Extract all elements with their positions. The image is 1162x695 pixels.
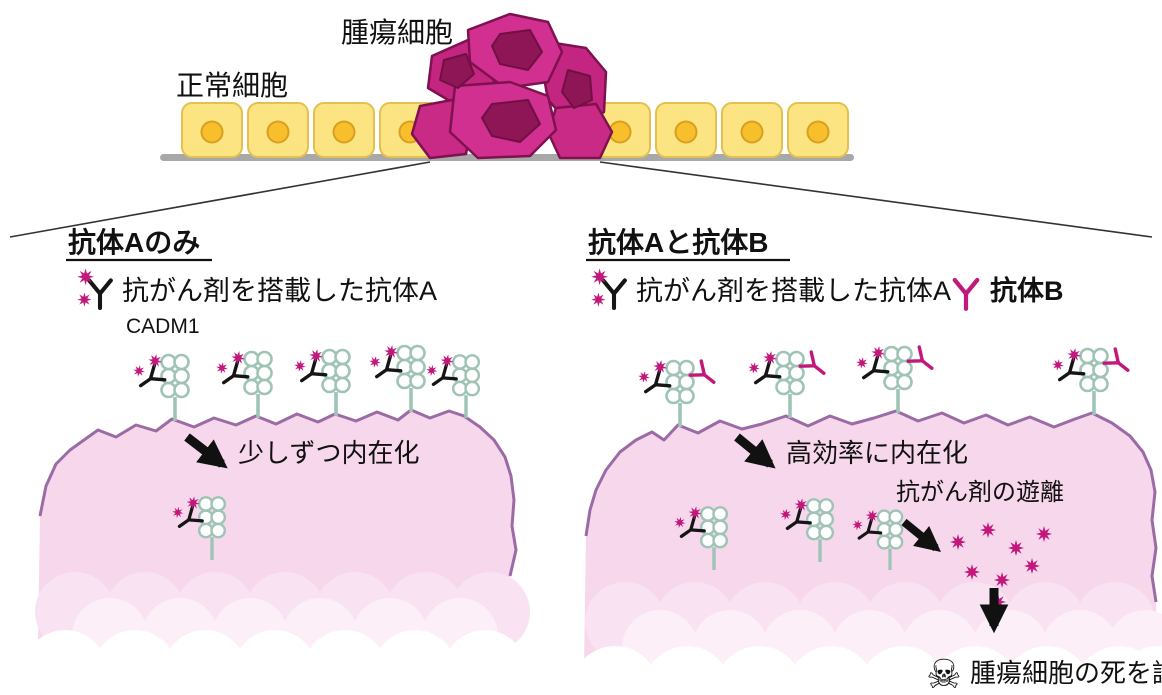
- cadm1-receptor-with-antibodies-ab-icon: [1049, 345, 1134, 415]
- tumor-cells-label: 腫瘍細胞: [341, 17, 453, 48]
- drug-release-label: 抗がん剤の遊離: [896, 479, 1064, 506]
- cadm1-receptor-with-antibody-a-icon: [130, 351, 189, 421]
- slow-internalization-label: 少しずつ内在化: [238, 438, 419, 468]
- cadm1-receptor-with-antibody-a-icon: [423, 352, 479, 418]
- zoom-line-left: [9, 161, 431, 238]
- normal-cell-icon: [247, 102, 309, 158]
- cadm1-receptor-with-antibodies-ab-icon: [745, 348, 830, 418]
- left-panel-title: 抗体Aのみ: [68, 226, 200, 258]
- internalization-arrow: [734, 433, 776, 469]
- normal-cell-icon: [181, 102, 243, 158]
- cadm1-receptor-with-antibody-a-icon: [213, 348, 272, 418]
- cadm1-receptor-with-antibody-a-icon: [366, 342, 425, 412]
- antibody-a-legend: 抗がん剤を搭載した抗体A: [636, 276, 951, 306]
- right-panel-title: 抗体Aと抗体B: [588, 226, 768, 258]
- antibody-b-icon: [955, 280, 978, 309]
- zoom-line-right: [599, 161, 1153, 238]
- panel-antibody-a-plus-b: 抗体Aと抗体B 抗がん剤を搭載した抗体A 抗体B: [571, 226, 1162, 695]
- normal-cell-icon: [787, 102, 849, 158]
- cancer-cell-membrane: [584, 409, 1158, 603]
- cancer-cell-membrane: [38, 408, 518, 577]
- antibody-a-drug-icon: [77, 268, 111, 308]
- internalization-arrow: [184, 433, 228, 469]
- panel-antibody-a-only: 抗体Aのみ 抗がん剤を搭載した抗体A CADM1: [23, 226, 530, 695]
- tumor-cell-cluster: [410, 12, 614, 160]
- cell-cloud-fade: [23, 572, 530, 695]
- tumor-death-label: 腫瘍細胞の死を誘導: [970, 658, 1162, 688]
- normal-cell-icon: [313, 102, 375, 158]
- normal-cell-icon: [721, 102, 783, 158]
- efficient-internalization-label: 高効率に内在化: [786, 438, 968, 468]
- cadm1-receptor-with-antibodies-ab-icon: [635, 357, 720, 427]
- normal-cells-label: 正常細胞: [176, 70, 288, 101]
- antibody-b-label: 抗体B: [990, 275, 1064, 306]
- surface-receptors-left: [130, 342, 479, 421]
- skull-icon: ☠: [926, 653, 962, 695]
- cell-cloud-fade: [571, 582, 1162, 695]
- cadm1-label: CADM1: [126, 315, 200, 338]
- drug-release-arrow: [901, 518, 941, 553]
- antibody-a-legend: 抗がん剤を搭載した抗体A: [122, 276, 437, 306]
- normal-cell-icon: [655, 102, 717, 158]
- antibody-a-drug-icon: [591, 268, 625, 308]
- cadm1-receptor-with-antibody-a-icon: [291, 346, 350, 416]
- cadm1-receptor-with-antibodies-ab-icon: [853, 343, 938, 413]
